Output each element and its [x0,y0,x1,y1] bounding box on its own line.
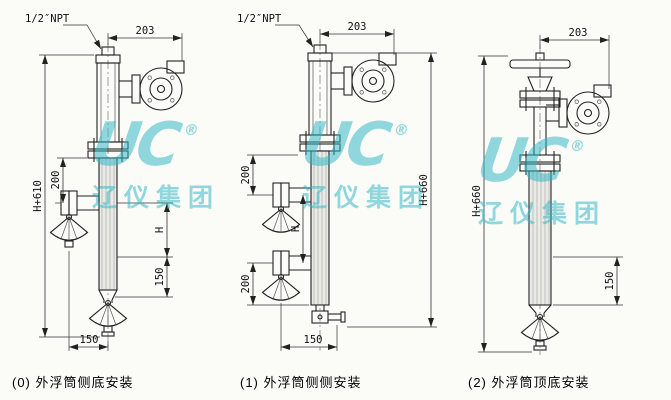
bottom-drain-valve [520,304,560,351]
dim-float-length: H [290,226,302,232]
float-chamber [310,150,330,306]
riser-pipe [533,107,547,155]
dim-bottom-offset: 150 [304,334,323,346]
dim-lower-offset: 150 [154,268,166,287]
dimensions-side-bottom: 1/2″NPT 203 H+610 200 H 150 150 [25,13,183,351]
dim-float-length: H [154,227,166,233]
dim-bottom-offset: 150 [80,334,99,346]
drain-valve-handwheel [520,313,560,342]
dim-lower-offset: 200 [240,275,252,294]
lower-valve-handwheel [261,273,301,302]
dim-top-width: 203 [136,25,155,37]
drain-valve-handwheel [88,299,128,328]
transmitter-head [118,60,185,111]
lower-side-connection [261,250,311,302]
dim-top-width: 203 [569,27,588,39]
dim-lower-offset: 150 [604,272,616,291]
figure-top-bottom-mount: 203 H+660 150 [471,27,623,355]
bottom-drain-valve [311,305,346,324]
figure-side-bottom-mount: 1/2″NPT 203 H+610 200 H 150 150 [25,13,185,351]
dim-overall-height: H+660 [418,174,430,206]
transmitter-head [545,84,612,135]
side-valve-handwheel [49,213,89,242]
float-chamber [98,157,118,291]
transmitter-head [330,52,397,103]
dim-overall-height: H+660 [471,185,483,217]
dim-upper-offset: 200 [240,166,252,185]
caption-side-side-mount: (1) 外浮筒侧侧安装 [240,375,362,390]
dimensions-top-bottom: 203 H+660 150 [471,27,623,353]
caption-top-bottom-mount: (2) 外浮筒顶底安装 [468,375,590,390]
dim-npt-label: 1/2″NPT [25,13,70,25]
drawing-side-bottom [49,43,185,349]
caption-side-bottom-mount: (0) 外浮筒侧底安装 [12,375,134,390]
dimensions-side-side: 1/2″NPT 203 H+660 200 H 200 150 [237,13,437,351]
bottom-drain-valve [88,289,128,337]
drawing-top-bottom [509,45,612,355]
dim-top-width: 203 [348,21,367,33]
dim-npt-label: 1/2″NPT [237,13,282,25]
side-process-connection [49,190,99,248]
dim-overall-height: H+610 [32,180,44,212]
top-valve [509,52,571,112]
upper-side-connection [261,182,311,234]
dim-upper-offset: 200 [50,171,62,190]
figure-side-side-mount: 1/2″NPT 203 H+660 200 H 200 150 [237,13,437,351]
float-chamber [528,170,552,306]
drawing-side-side [261,41,397,351]
